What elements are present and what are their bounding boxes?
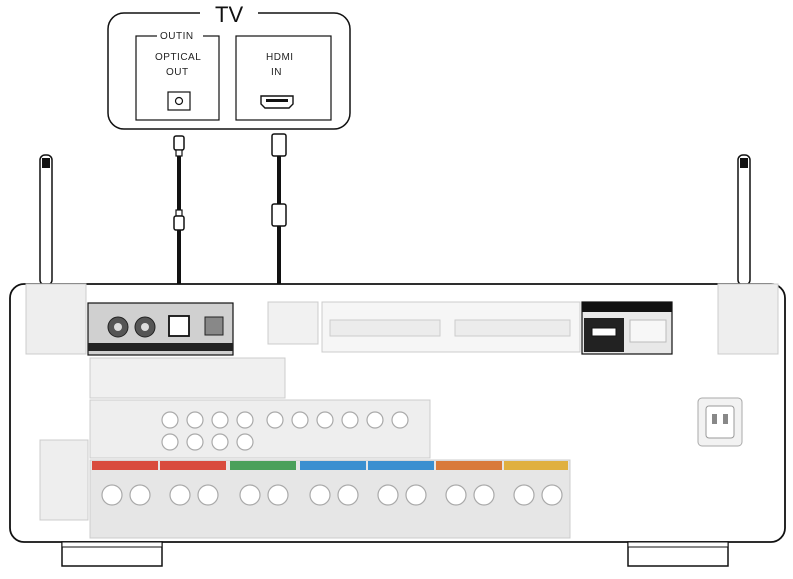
tv-title: TV bbox=[215, 2, 244, 27]
optical-out-label-line1: OPTICAL bbox=[155, 52, 202, 63]
optical-input-panel bbox=[87, 302, 234, 356]
hdmi-output-panel bbox=[581, 301, 673, 355]
antenna-icon bbox=[733, 154, 755, 298]
hdmi-port-icon bbox=[260, 95, 294, 109]
tv-port-group-label: OUTIN bbox=[160, 31, 194, 42]
receiver-terminals bbox=[39, 357, 571, 539]
hdmi-input-panel bbox=[267, 301, 581, 353]
power-inlet-icon bbox=[697, 397, 743, 447]
antenna-icon bbox=[35, 154, 57, 298]
hdmi-in-label-line2: IN bbox=[271, 67, 282, 78]
optical-out-label-line2: OUT bbox=[166, 67, 189, 78]
optical-port-icon bbox=[167, 91, 191, 111]
hdmi-in-label-line1: HDMI bbox=[266, 52, 294, 63]
tv-box bbox=[107, 8, 351, 130]
